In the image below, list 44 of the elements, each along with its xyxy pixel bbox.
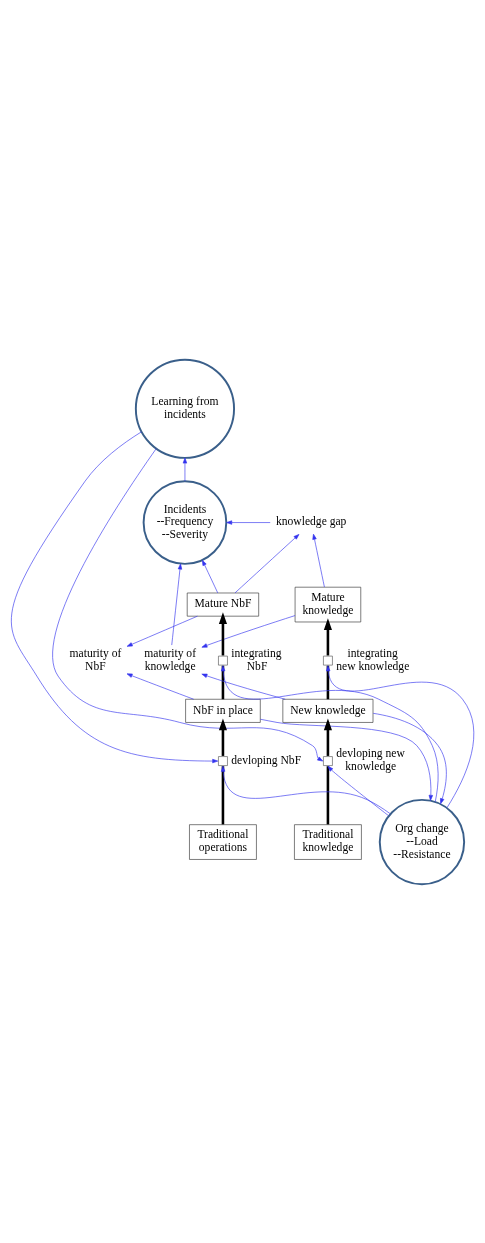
node-box: Mature NbF [186,592,259,616]
arrow [221,664,439,802]
arrow [182,457,188,481]
arrow [260,718,433,801]
connector [326,765,330,824]
arrow [327,765,389,816]
node-label: devloping NbF [231,753,302,767]
node-box: Traditional operations [189,823,257,860]
arrow [171,563,183,645]
arrow [226,519,271,525]
arrow [312,533,325,587]
node-text: knowledge gap [275,514,347,528]
arrow [11,431,219,763]
arrow [326,664,475,808]
arrow [234,533,300,593]
node-valve [323,655,333,665]
arrow [218,611,227,655]
node-box: NbF in place [185,698,261,723]
node-label: devloping new knowledge [336,746,405,773]
arrow [221,765,391,814]
connector [221,765,225,824]
node-text: maturity of knowledge [144,646,197,673]
arrow [372,712,447,804]
node-label: integrating new knowledge [336,646,410,673]
connector [326,665,330,699]
node-circle: Learning from incidents [134,358,235,459]
connector [221,665,225,699]
arrow [126,615,198,647]
arrow [218,718,227,756]
node-valve [218,755,228,766]
node-box: New knowledge [282,698,374,723]
node-text: maturity of NbF [69,646,122,673]
arrow [323,617,332,655]
arrow [201,673,286,700]
arrow [126,673,194,700]
arrow [202,559,219,593]
node-box: Mature knowledge [294,586,362,622]
arrow [201,614,296,648]
arrow [323,718,332,756]
node-box: Traditional knowledge [294,823,362,860]
node-valve [323,755,333,766]
node-label: integrating NbF [231,646,282,673]
arrow [52,447,324,761]
node-valve [218,655,228,665]
